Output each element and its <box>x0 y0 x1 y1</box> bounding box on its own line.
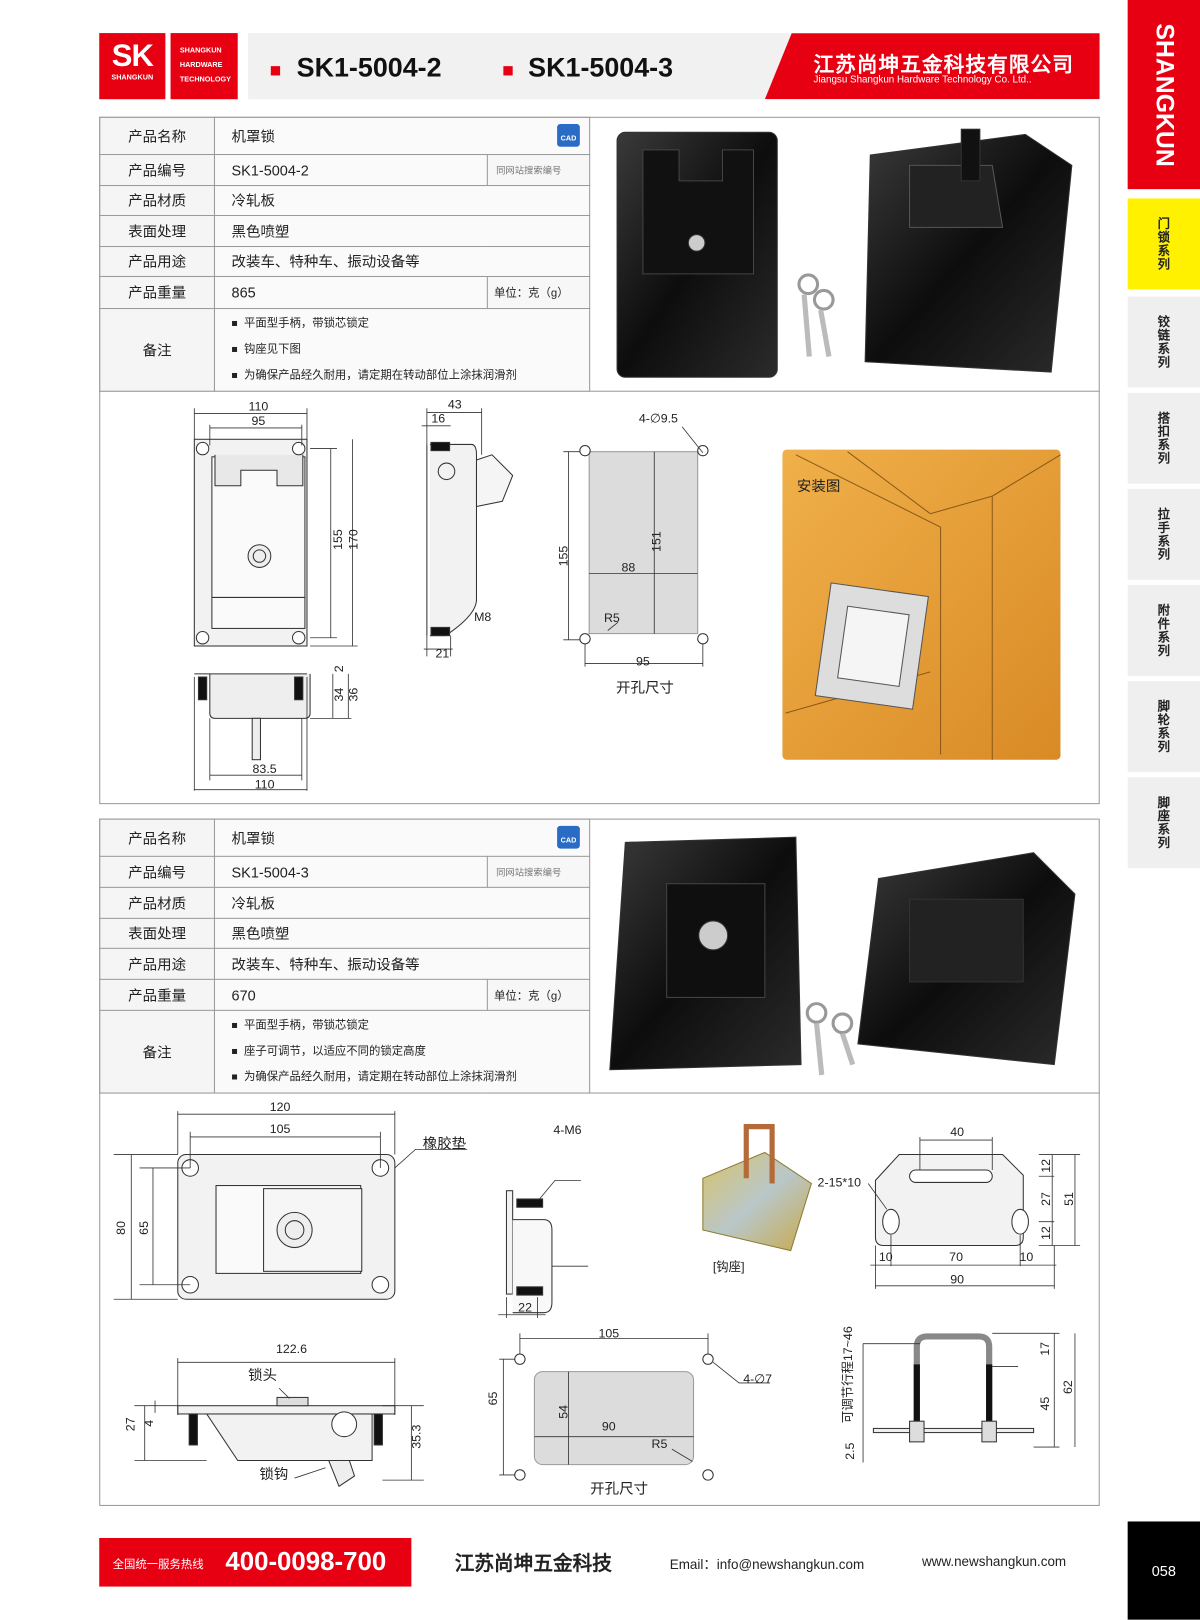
dim-label: 4-M6 <box>553 1122 582 1137</box>
dim-label: 80 <box>113 1221 129 1235</box>
model-band <box>248 33 807 100</box>
dim-label: R5 <box>603 610 620 626</box>
dim-label: 12 <box>1038 1158 1054 1173</box>
cad-download-icon[interactable]: CAD <box>557 124 580 147</box>
dim-label: R5 <box>651 1436 668 1452</box>
callout-label: 橡胶垫 <box>422 1134 467 1152</box>
dim-label: 122.6 <box>275 1341 307 1357</box>
dim-label: 95 <box>251 413 266 428</box>
side-brand: SHANGKUN <box>1127 0 1200 190</box>
dim-label: 17 <box>1037 1341 1053 1356</box>
footer-email[interactable]: Email：info@newshangkun.com <box>669 1556 865 1573</box>
dim-label: 43 <box>447 396 462 412</box>
dim-label: 120 <box>269 1099 291 1115</box>
dim-label: 4-∅7 <box>743 1371 772 1387</box>
dim-label: 51 <box>1061 1192 1076 1206</box>
company-name-en: Jiangsu Shangkun Hardware Technology Co.… <box>813 74 1032 86</box>
tab-feet[interactable]: 脚座系列 <box>1127 777 1200 869</box>
dim-label: 34 <box>331 687 347 702</box>
tab-casters[interactable]: 脚轮系列 <box>1127 681 1200 773</box>
dim-label: 54 <box>556 1404 571 1419</box>
divider <box>99 1092 1100 1094</box>
dim-label: 22 <box>518 1300 532 1315</box>
dim-label: 21 <box>435 646 450 661</box>
dim-label: 40 <box>950 1124 965 1140</box>
tab-handles[interactable]: 拉手系列 <box>1127 488 1200 580</box>
dim-label: 105 <box>598 1326 620 1341</box>
dim-label: 2.5 <box>842 1442 857 1460</box>
dim-label: 105 <box>269 1121 291 1136</box>
dim-label: 36 <box>346 687 361 702</box>
dim-label: 2 <box>331 665 347 673</box>
company-name-cn: 江苏尚坤五金科技有限公司 <box>813 53 1074 77</box>
dim-label: 27 <box>122 1417 138 1432</box>
model-title-2: SK1-5004-3 <box>528 51 674 83</box>
dim-label: 4 <box>141 1419 157 1427</box>
dim-label: 27 <box>1038 1192 1054 1206</box>
hook-seat-caption: [钩座] <box>712 1259 745 1274</box>
hotline-number[interactable]: 400-0098-700 <box>225 1547 387 1577</box>
divider <box>99 390 1100 392</box>
footer-website[interactable]: www.newshangkun.com <box>921 1553 1067 1570</box>
dim-label: 4-∅9.5 <box>638 411 678 426</box>
product-photo-front-2 <box>609 836 1076 1076</box>
dim-label: 95 <box>635 654 650 669</box>
tab-latches[interactable]: 搭扣系列 <box>1127 392 1200 484</box>
page-number: 058 <box>1127 1521 1200 1620</box>
dim-label: 65 <box>136 1221 151 1235</box>
dim-label: 90 <box>950 1272 965 1287</box>
tab-accessories[interactable]: 附件系列 <box>1127 585 1200 676</box>
dim-label: 2-15*10 <box>817 1175 862 1190</box>
dim-label: M8 <box>474 609 492 625</box>
dim-label: 12 <box>1038 1226 1054 1240</box>
dim-label: 62 <box>1060 1380 1075 1394</box>
install-caption: 安装图 <box>796 477 841 495</box>
product-section-2 <box>99 818 1100 1506</box>
dim-label: 10 <box>1019 1249 1034 1265</box>
dim-label: 110 <box>248 398 269 414</box>
cad-download-icon[interactable]: CAD <box>557 825 580 849</box>
hook-seat-photo <box>702 1124 812 1252</box>
dim-label: 155 <box>330 529 346 550</box>
bullet-icon <box>503 66 513 76</box>
dim-label: 83.5 <box>252 761 277 777</box>
tab-door-locks[interactable]: 门锁系列 <box>1127 198 1200 290</box>
hotline-banner: 全国统一服务热线 400-0098-700 <box>99 1537 412 1587</box>
dim-label: 170 <box>346 529 361 550</box>
product-section-1 <box>99 116 1100 805</box>
callout-label: 锁头 <box>248 1366 278 1383</box>
dim-label: 88 <box>621 560 636 575</box>
dim-label: 45 <box>1037 1396 1053 1411</box>
dim-label: 16 <box>431 411 446 426</box>
cutout-caption: 开孔尺寸 <box>616 679 674 696</box>
dim-label: 70 <box>949 1249 963 1265</box>
dim-label: 155 <box>556 545 571 567</box>
product-photo-front-1 <box>616 128 1073 378</box>
model-title-1: SK1-5004-2 <box>296 51 442 83</box>
company-banner <box>764 33 1100 100</box>
footer-company: 江苏尚坤五金科技 <box>454 1553 612 1576</box>
dim-label: 151 <box>649 531 664 552</box>
dim-label: 可调节行程17~46 <box>840 1326 856 1424</box>
dim-label: 10 <box>878 1249 893 1265</box>
dim-label: 110 <box>254 777 275 792</box>
cutout-caption: 开孔尺寸 <box>590 1480 649 1497</box>
dim-label: 90 <box>601 1419 616 1434</box>
bullet-icon <box>270 66 281 76</box>
dim-label: 65 <box>485 1391 501 1406</box>
dim-label: 35.3 <box>409 1424 424 1449</box>
tab-hinges[interactable]: 铰链系列 <box>1127 296 1200 388</box>
callout-label: 锁钩 <box>259 1465 289 1483</box>
